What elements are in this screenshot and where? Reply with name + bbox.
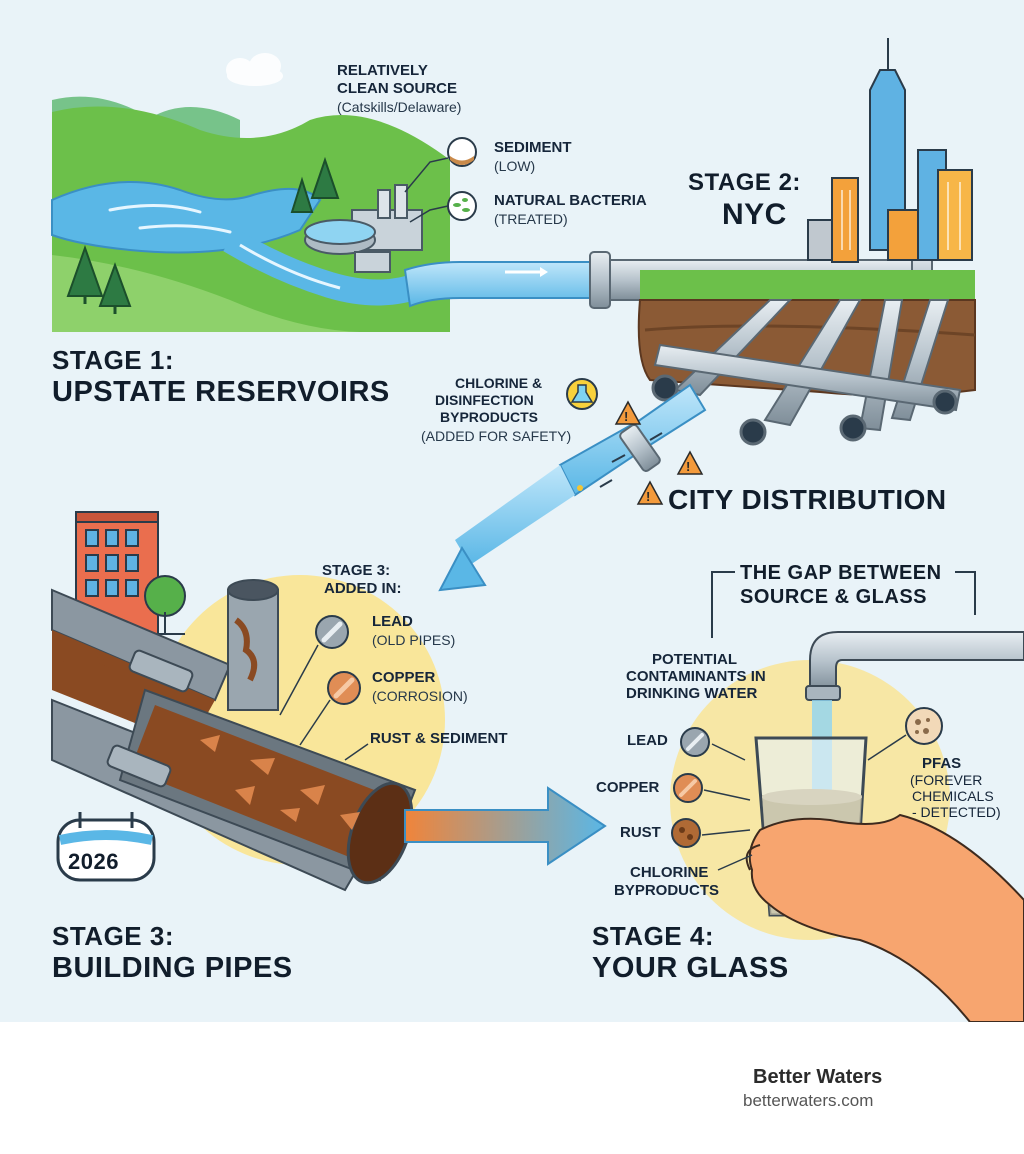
stage2-title: NYC bbox=[722, 198, 787, 231]
copper-pipe-icon bbox=[673, 773, 703, 803]
sediment-label: SEDIMENT bbox=[494, 139, 572, 156]
svg-text:!: ! bbox=[624, 409, 628, 424]
potential-line1: POTENTIAL bbox=[652, 651, 737, 668]
pfas-note-line3: - DETECTED) bbox=[912, 804, 1001, 820]
bacteria-label: NATURAL BACTERIA bbox=[494, 192, 647, 209]
gap-bracket bbox=[711, 571, 976, 638]
source-detail: (Catskills/Delaware) bbox=[337, 99, 462, 115]
hand bbox=[745, 813, 1024, 1022]
stage4-label: STAGE 4: bbox=[592, 921, 714, 951]
stage1-title: UPSTATE RESERVOIRS bbox=[52, 376, 390, 408]
underground-network bbox=[637, 299, 976, 446]
sediment-note: (LOW) bbox=[494, 158, 536, 174]
pfas-label: PFAS bbox=[922, 755, 962, 772]
lead-pipe-icon bbox=[680, 727, 710, 757]
svg-text:!: ! bbox=[686, 459, 690, 474]
distribution-pipe bbox=[438, 383, 707, 592]
gap-title-line2: SOURCE & GLASS bbox=[740, 586, 928, 608]
sediment-icon bbox=[447, 137, 477, 167]
pfas-note-line1: (FOREVER bbox=[910, 772, 983, 788]
lead-pipe-icon bbox=[315, 615, 349, 649]
copper-pipe-icon bbox=[327, 671, 361, 705]
stage3-title: BUILDING PIPES bbox=[52, 952, 293, 984]
brand-name: Better Waters bbox=[753, 1066, 883, 1088]
stage4-title: YOUR GLASS bbox=[592, 952, 789, 984]
stage3-added-line2: ADDED IN: bbox=[324, 580, 402, 597]
rust-icon bbox=[671, 818, 701, 848]
copper-label: COPPER bbox=[372, 669, 436, 686]
glass-copper-label: COPPER bbox=[596, 779, 660, 796]
flask-icon bbox=[566, 378, 598, 410]
corroded-pipes bbox=[51, 579, 417, 892]
glass-lead-label: LEAD bbox=[627, 732, 668, 749]
pfas-icon bbox=[905, 707, 943, 745]
gap-title-line1: THE GAP BETWEEN bbox=[740, 562, 942, 584]
glass-chlorine-line1: CHLORINE bbox=[630, 864, 709, 881]
year-badge: 2026 bbox=[68, 849, 119, 874]
svg-text:!: ! bbox=[646, 489, 650, 504]
city-distribution-title: CITY DISTRIBUTION bbox=[668, 484, 947, 515]
rust-sediment-label: RUST & SEDIMENT bbox=[370, 730, 508, 747]
illustration: !!! bbox=[51, 38, 1024, 1022]
infographic-canvas: !!! bbox=[0, 0, 1024, 1022]
lead-note: (OLD PIPES) bbox=[372, 632, 456, 648]
stage2-label: STAGE 2: bbox=[688, 169, 801, 196]
chlorine-label-line1: CHLORINE & bbox=[455, 375, 543, 391]
stage3-added-line1: STAGE 3: bbox=[322, 562, 391, 579]
bacteria-note: (TREATED) bbox=[494, 211, 568, 227]
glass-chlorine-line2: BYPRODUCTS bbox=[614, 882, 720, 899]
brand-website: betterwaters.com bbox=[743, 1091, 874, 1110]
chlorine-label-line3: BYPRODUCTS bbox=[440, 409, 539, 425]
copper-note: (CORROSION) bbox=[372, 688, 468, 704]
source-label-line1: RELATIVELY bbox=[337, 62, 428, 79]
source-label-line2: CLEAN SOURCE bbox=[337, 80, 458, 97]
chlorine-note: (ADDED FOR SAFETY) bbox=[421, 428, 572, 444]
nyc-skyline bbox=[640, 38, 975, 300]
bacteria-icon bbox=[447, 191, 477, 221]
calendar-icon bbox=[56, 812, 156, 882]
upstate-landscape bbox=[51, 96, 450, 332]
clouds bbox=[226, 53, 283, 86]
stage1-label: STAGE 1: bbox=[52, 345, 174, 375]
chlorine-label-line2: DISINFECTION bbox=[435, 392, 534, 408]
treatment-plant bbox=[304, 184, 423, 273]
pfas-note-line2: CHEMICALS bbox=[912, 788, 994, 804]
warning-icon bbox=[614, 400, 704, 505]
flow-arrow bbox=[404, 786, 607, 866]
stage3-label: STAGE 3: bbox=[52, 921, 174, 951]
glass-rust-label: RUST bbox=[620, 824, 661, 841]
potential-line2: CONTAMINANTS IN bbox=[626, 668, 766, 685]
lead-label: LEAD bbox=[372, 613, 413, 630]
potential-line3: DRINKING WATER bbox=[626, 685, 758, 702]
